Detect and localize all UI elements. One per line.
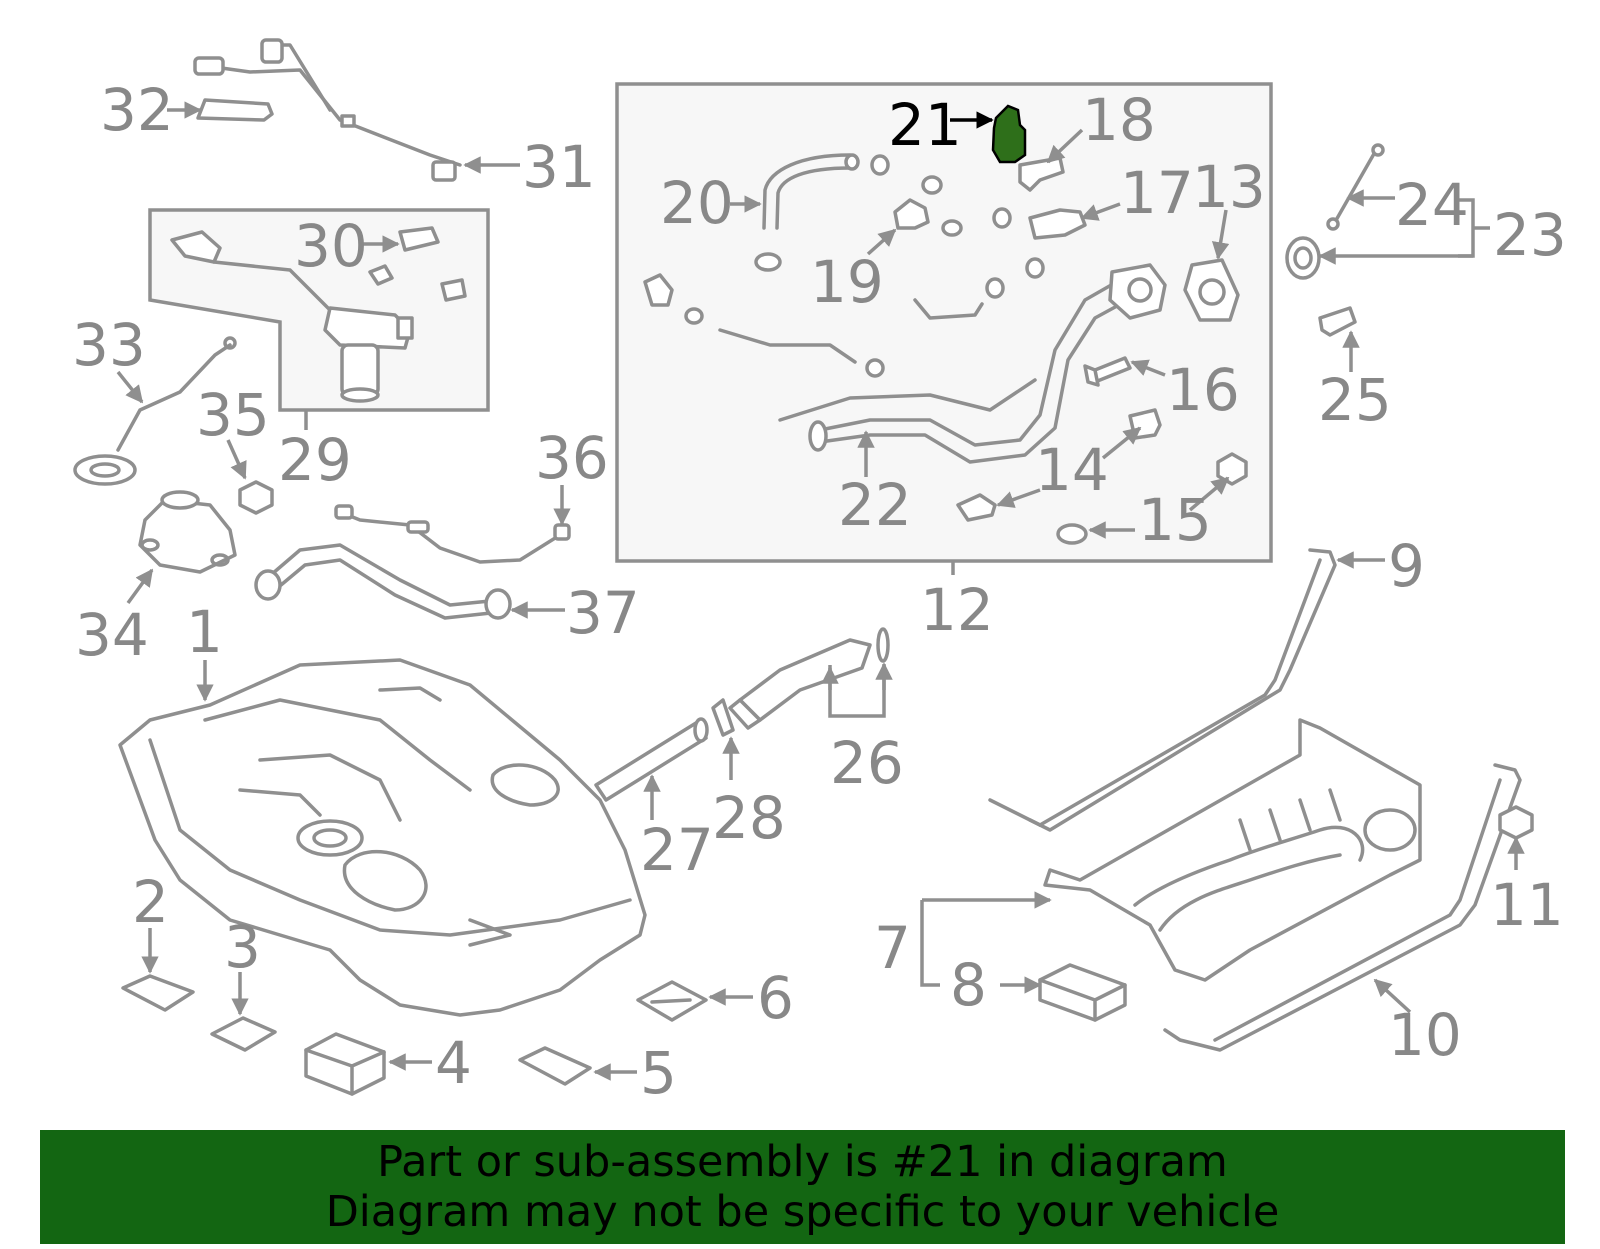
- callout-18: 18: [1082, 86, 1156, 154]
- callout-37: 37: [566, 579, 640, 647]
- callout-12: 12: [920, 576, 994, 644]
- part-35-nut: [238, 480, 274, 515]
- callout-17: 17: [1120, 159, 1194, 227]
- callout-2: 2: [132, 868, 169, 936]
- part-15-nut: [1056, 452, 1248, 545]
- part-26-hose: [728, 627, 890, 730]
- callout-6: 6: [757, 964, 794, 1032]
- part-7-shield: [1043, 718, 1422, 982]
- part-30-connector: [368, 226, 467, 302]
- part-9-strap: [988, 548, 1337, 832]
- callout-33: 33: [72, 311, 146, 379]
- part-1-fuel-tank: [118, 658, 647, 1017]
- callout-7: 7: [874, 914, 911, 982]
- callout-10: 10: [1388, 1001, 1462, 1069]
- info-banner: Part or sub-assembly is #21 in diagram D…: [40, 1130, 1565, 1244]
- assembly-box-29: [148, 208, 490, 412]
- part-32-clip: [196, 98, 274, 122]
- callout-9: 9: [1388, 532, 1425, 600]
- assembly-box-12: [615, 82, 1273, 563]
- part-5-pad: [518, 1046, 592, 1086]
- callout-8: 8: [950, 951, 987, 1019]
- part-21-shape: [991, 104, 1027, 164]
- part-19-hose: [893, 198, 930, 230]
- part-13-gasket: [1183, 258, 1240, 322]
- part-2-pad: [121, 974, 195, 1012]
- part-3-pad: [210, 1016, 277, 1052]
- part-23-cap: [1285, 236, 1321, 280]
- part-4-pad: [304, 1032, 386, 1096]
- part-33-harness: [73, 336, 237, 486]
- banner-line-2: Diagram may not be specific to your vehi…: [325, 1187, 1280, 1237]
- callout-16: 16: [1166, 356, 1240, 424]
- callout-27: 27: [640, 816, 714, 884]
- callout-26: 26: [830, 729, 904, 797]
- callout-30: 30: [294, 212, 368, 280]
- callout-5: 5: [640, 1039, 677, 1107]
- part-22-filler-neck: [643, 154, 1167, 464]
- part-29-sender: [170, 230, 414, 403]
- callout-23: 23: [1493, 201, 1567, 269]
- banner-line-1: Part or sub-assembly is #21 in diagram: [377, 1137, 1228, 1187]
- part-10-strap: [1163, 763, 1522, 1052]
- part-11-nut: [1498, 805, 1534, 840]
- part-16-bolt: [1083, 356, 1132, 387]
- part-37-hose: [254, 543, 512, 620]
- callout-36: 36: [535, 424, 609, 492]
- part-6-plate: [636, 980, 708, 1022]
- callout-1: 1: [186, 598, 223, 666]
- part-36-harness: [334, 504, 571, 564]
- callout-11: 11: [1490, 871, 1564, 939]
- part-31-harness: [193, 38, 462, 182]
- callout-4: 4: [435, 1029, 472, 1097]
- part-27-pipe: [594, 717, 709, 802]
- callout-32: 32: [100, 76, 174, 144]
- callout-28: 28: [712, 784, 786, 852]
- part-34-pump: [138, 490, 237, 574]
- callout-25: 25: [1318, 366, 1392, 434]
- part-20-hose: [762, 153, 860, 230]
- callout-19: 19: [810, 248, 884, 316]
- callout-29: 29: [278, 426, 352, 494]
- callout-21: 21: [888, 91, 962, 159]
- callout-24: 24: [1395, 171, 1469, 239]
- leader-lines: [116, 101, 1525, 1081]
- callout-31: 31: [522, 133, 596, 201]
- callout-34: 34: [75, 601, 149, 669]
- part-24-rod: [1326, 143, 1385, 231]
- part-14-clip: [956, 408, 1162, 522]
- callout-13: 13: [1192, 153, 1266, 221]
- callout-3: 3: [224, 913, 261, 981]
- part-21-highlighted: [950, 104, 1027, 164]
- callout-numbers: 32 31 30 29 33 35 34 36 37 1 2 3 4 5 6 2…: [72, 76, 1567, 1107]
- callout-22: 22: [838, 471, 912, 539]
- callout-14: 14: [1035, 436, 1109, 504]
- part-25-clip: [1318, 306, 1357, 337]
- callout-20: 20: [660, 169, 734, 237]
- part-17-valve: [1028, 208, 1087, 240]
- callout-35: 35: [196, 381, 270, 449]
- callout-15: 15: [1138, 486, 1212, 554]
- part-28-clamp: [711, 698, 735, 737]
- part-8-pad: [1038, 963, 1127, 1022]
